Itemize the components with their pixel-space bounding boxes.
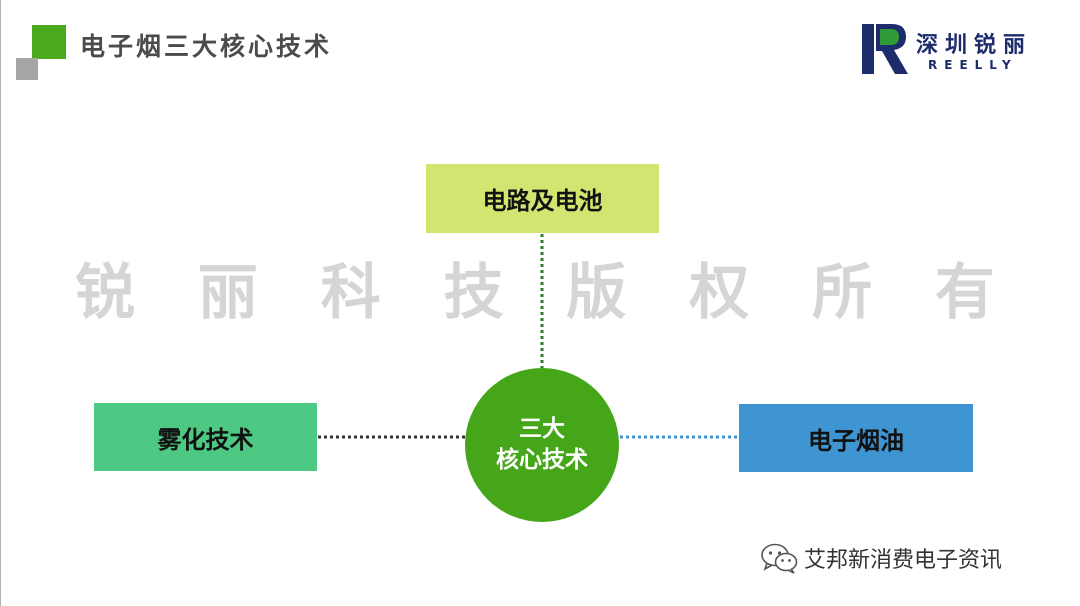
hub-line-2: 核心技术 <box>496 447 588 473</box>
watermark-char: 锐 <box>75 258 135 328</box>
center-hub: 三大 核心技术 <box>465 368 619 522</box>
node-e-liquid: 电子烟油 <box>739 404 973 472</box>
header-accent-green <box>32 25 66 59</box>
watermark-char: 科 <box>320 258 381 328</box>
node-atomization: 雾化技术 <box>94 403 317 471</box>
source-credit: 艾邦新消费电子资讯 <box>760 540 1002 576</box>
watermark-char: 权 <box>689 258 750 328</box>
watermark-char: 丽 <box>197 258 258 328</box>
reelly-logo-icon <box>862 24 908 74</box>
logo-name-cn: 深圳锐丽 <box>916 33 1033 58</box>
logo-name-en: REELLY <box>928 58 1018 72</box>
header-accent-gray <box>16 58 38 80</box>
watermark-char: 有 <box>934 258 995 328</box>
hub-line-1: 三大 <box>519 416 565 442</box>
watermark-char: 版 <box>566 258 627 328</box>
credit-text: 艾邦新消费电子资讯 <box>804 548 1003 573</box>
wechat-icon <box>761 543 798 574</box>
frame-border <box>0 0 1 606</box>
watermark: 锐 丽 科 技 版 权 所 有 <box>75 244 995 331</box>
company-logo: 深圳锐丽 REELLY <box>862 24 1032 76</box>
node-circuit-battery: 电路及电池 <box>426 164 659 233</box>
watermark-char: 所 <box>812 258 873 328</box>
page-title: 电子烟三大核心技术 <box>80 32 333 61</box>
watermark-char: 技 <box>443 258 504 328</box>
